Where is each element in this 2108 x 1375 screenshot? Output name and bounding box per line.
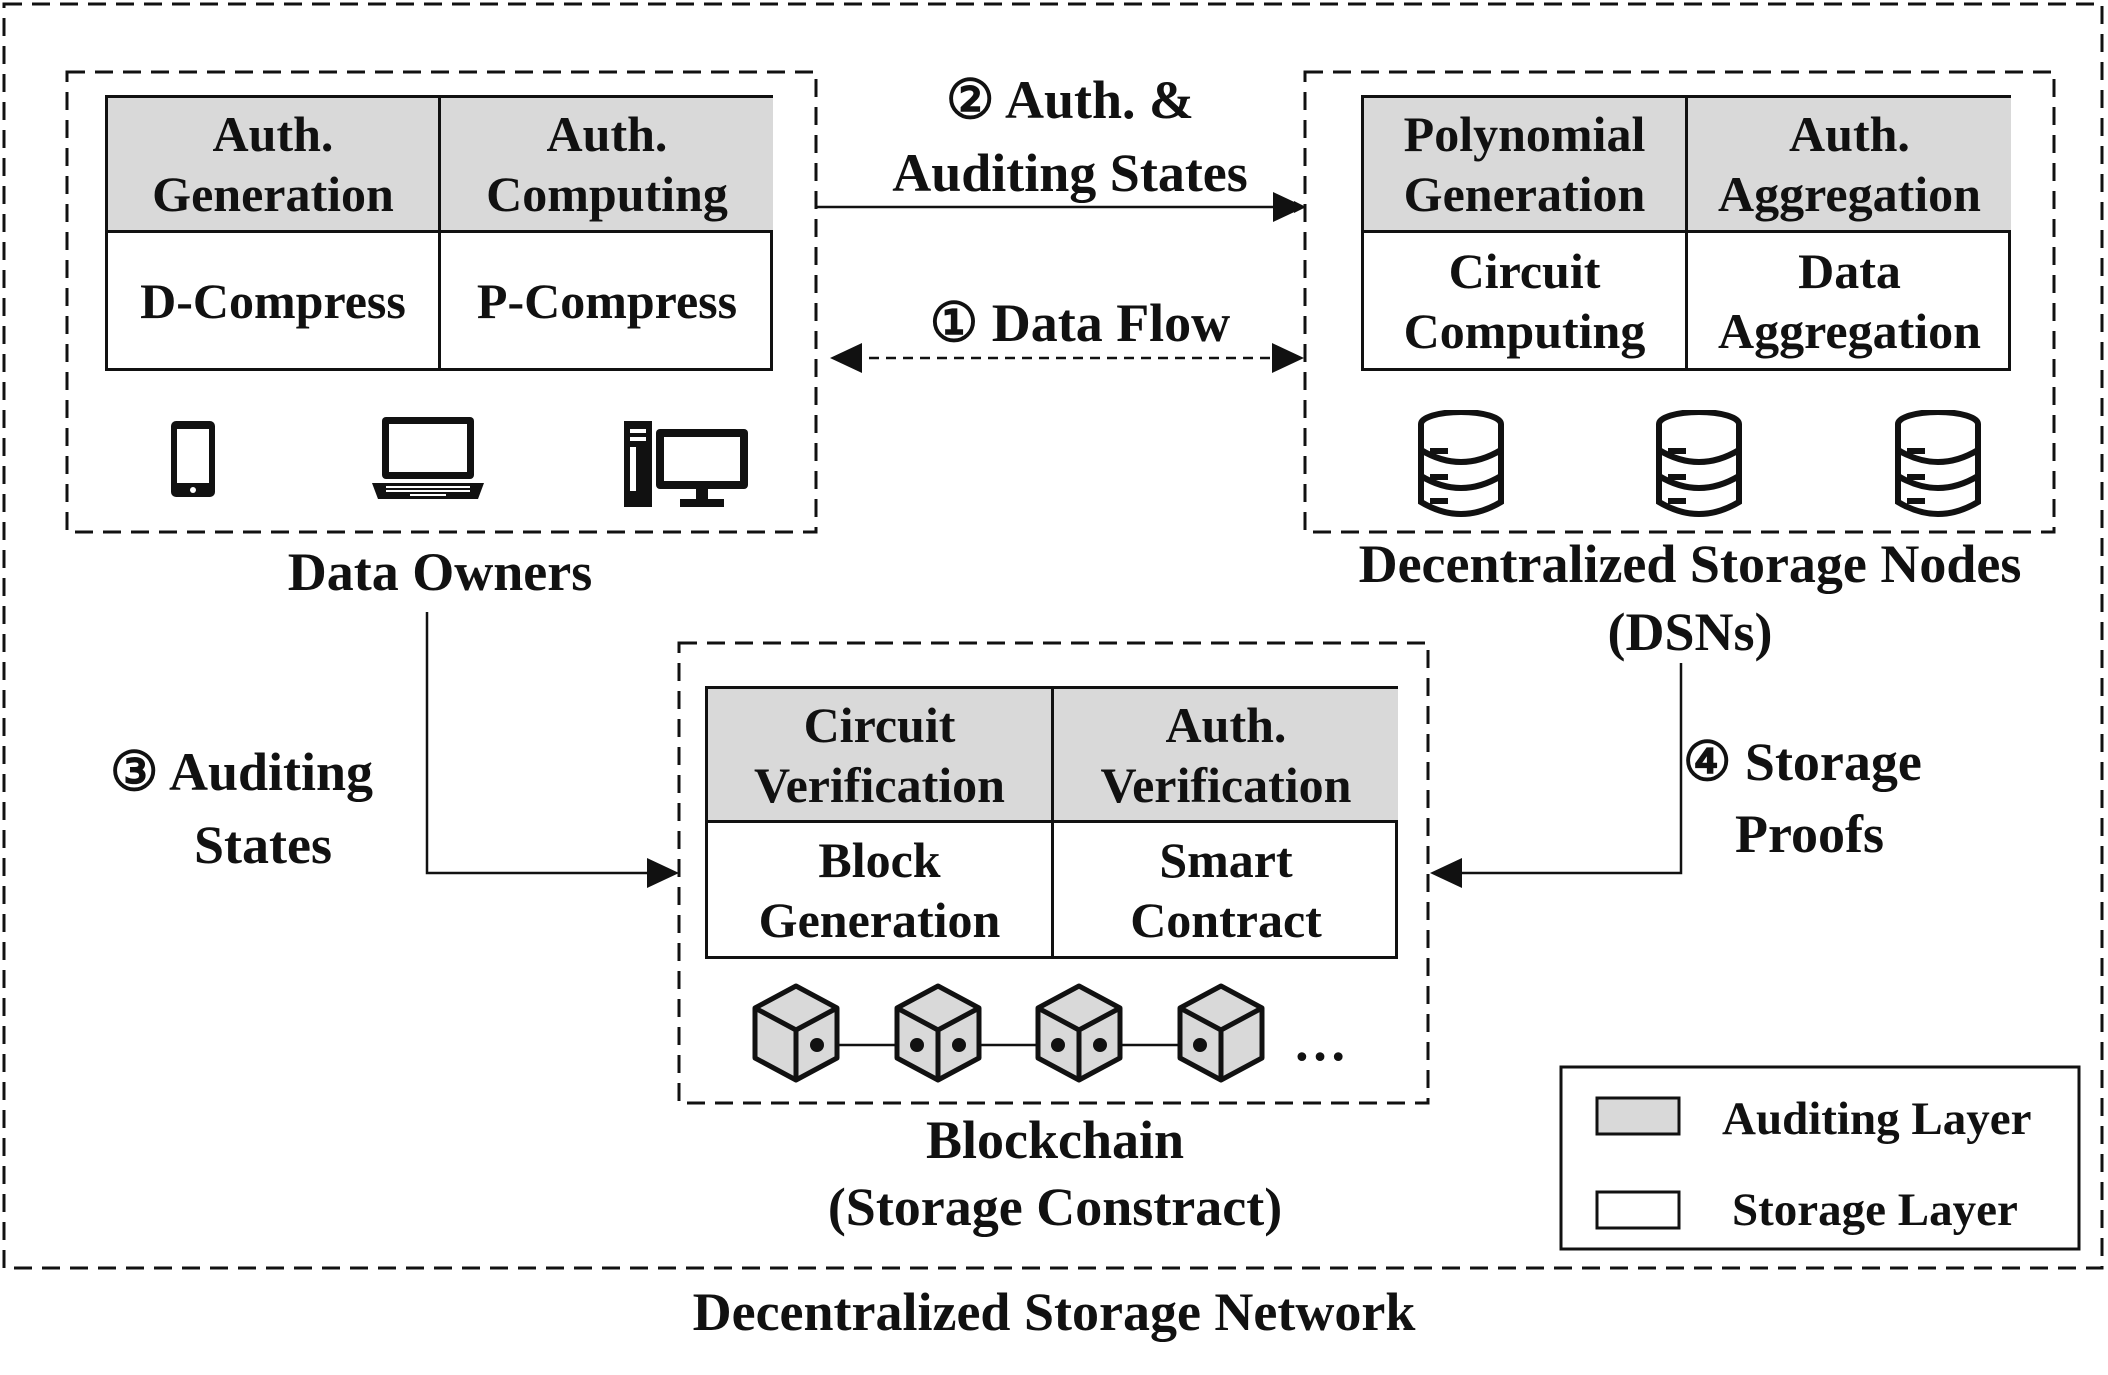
dsns-module-table: Polynomial Generation Auth. Aggregation … — [1361, 95, 2011, 371]
block-icon — [752, 983, 840, 1083]
flow-3-text-line1: Auditing — [168, 742, 374, 802]
database-icon — [1418, 410, 1504, 517]
block-icon — [1177, 983, 1265, 1083]
flow-3-arrowhead — [647, 858, 679, 888]
module-p-compress: P-Compress — [476, 272, 738, 329]
module-polynomial-generation: Polynomial Generation — [1364, 98, 1688, 233]
module-d-compress: D-Compress — [108, 233, 441, 368]
module-block-generation: Block Generation — [708, 823, 1054, 956]
flow-4-label-line2: Proofs — [1735, 804, 1884, 864]
block-icon — [1035, 983, 1123, 1083]
database-icon — [1895, 410, 1981, 517]
flow-1-marker: ① — [929, 293, 979, 353]
flow-2-arrowhead — [1273, 192, 1305, 222]
module-smart-contract: Smart Contract — [1130, 831, 1322, 948]
desktop-computer-icon — [624, 421, 748, 507]
flow-1-text: Data Flow — [991, 293, 1231, 353]
flow-1-arrowhead-left — [830, 343, 862, 373]
flow-1-label: ① Data Flow — [860, 291, 1300, 355]
flow-2-label: ② Auth. & — [850, 68, 1290, 132]
flow-2-text-line1: Auth. & — [1004, 70, 1194, 130]
flow-4-text-line1: Storage — [1744, 732, 1922, 792]
network-label: Decentralized Storage Network — [692, 1282, 1416, 1342]
blockchain-label-line1: Blockchain — [925, 1110, 1185, 1170]
blockchain-label-line2: (Storage Constract) — [827, 1177, 1283, 1237]
module-auth-computing: Auth. Computing — [441, 98, 773, 233]
data-owners-group-border — [65, 70, 818, 534]
module-auth-generation: Auth. Generation — [108, 98, 441, 233]
data-owners-label: Data Owners — [287, 542, 593, 602]
phone-icon — [171, 421, 215, 497]
module-data-aggregation: Data Aggregation — [1718, 242, 1981, 359]
dsns-group-border — [1303, 70, 2056, 534]
data-owners-module-table: Auth. Generation Auth. Computing D-Compr… — [105, 95, 773, 371]
flow-4-marker: ④ — [1683, 732, 1732, 792]
block-icon — [894, 983, 982, 1083]
flow-2-label-line2: Auditing States — [892, 143, 1248, 203]
module-circuit-verification: Circuit Verification — [708, 689, 1054, 823]
module-auth-aggregation: Auth. Aggregation — [1688, 98, 2011, 233]
laptop-icon — [372, 417, 484, 499]
flow-4-arrow — [1460, 663, 1683, 875]
network-border — [2, 2, 2104, 1270]
dsns-label-line1: Decentralized Storage Nodes — [1358, 534, 2022, 594]
legend-label-auditing: Auditing Layer — [1722, 1093, 2032, 1145]
flow-4-arrowhead — [1430, 858, 1462, 888]
dsns-label-line2: (DSNs) — [1607, 602, 1773, 662]
chain-ellipsis: … — [1293, 1012, 1347, 1072]
module-auth-verification: Auth. Verification — [1054, 689, 1398, 823]
flow-3-label-line2: States — [194, 815, 332, 875]
flow-3-label: ③ Auditing — [110, 740, 430, 804]
flow-4-label: ④ Storage — [1683, 730, 1983, 794]
flow-3-arrow — [425, 612, 650, 875]
database-icon — [1656, 410, 1742, 517]
module-circuit-computing: Circuit Computing — [1364, 233, 1688, 368]
blockchain-module-table: Circuit Verification Auth. Verification … — [705, 686, 1398, 959]
legend-swatch-auditing — [1595, 1096, 1681, 1136]
flow-2-marker: ② — [946, 70, 995, 130]
legend-label-storage: Storage Layer — [1732, 1184, 2018, 1236]
flow-1-arrowhead-right — [1272, 343, 1304, 373]
legend-swatch-storage — [1595, 1190, 1681, 1230]
flow-3-marker: ③ — [110, 742, 159, 802]
